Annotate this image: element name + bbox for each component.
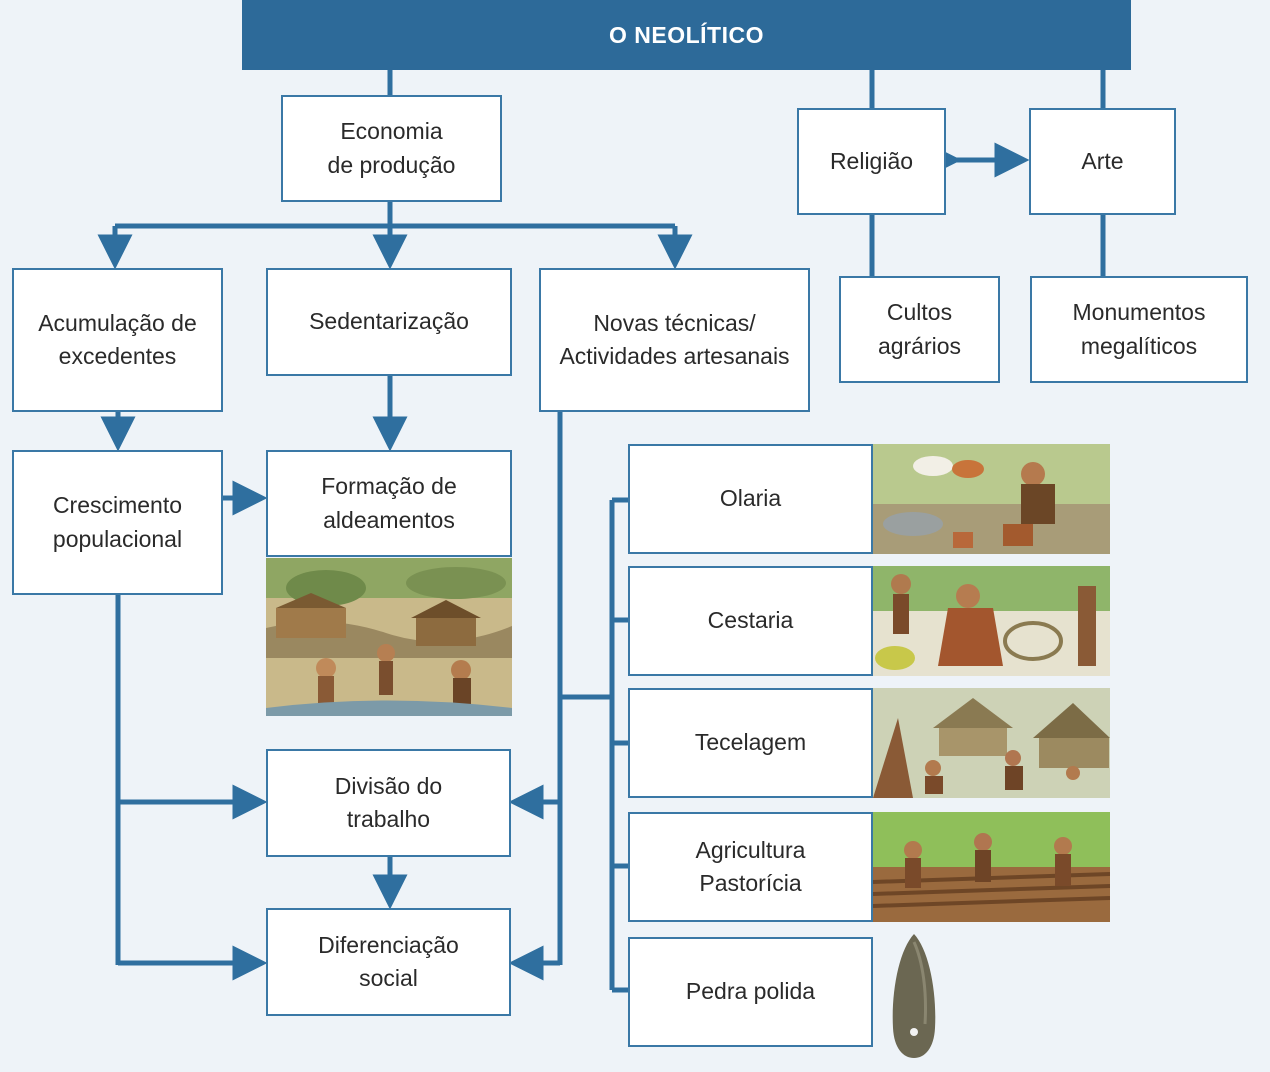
agriculture-illustration (873, 812, 1110, 922)
craft-pottery-box: Olaria (628, 444, 873, 554)
religion-box: Religião (797, 108, 946, 215)
techniques-line2: Actividades artesanais (559, 343, 790, 369)
agrarian-cults-box: Cultos agrários (839, 276, 1000, 383)
economy-title-line2: de produção (327, 151, 456, 178)
techniques-box: Novas técnicas/Actividades artesanais (539, 268, 810, 412)
techniques-line1: Novas técnicas/ (593, 309, 756, 336)
page-title: O NEOLÍTICO (242, 0, 1131, 70)
monuments-line1: Monumentos (1072, 299, 1206, 326)
craft-weaving-label: Tecelagem (694, 729, 807, 756)
economy-title-line1: Economia (340, 118, 443, 145)
social-line2: social (359, 965, 418, 991)
village-illustration (266, 558, 512, 716)
craft-polished-stone-box: Pedra polida (628, 937, 873, 1047)
polished-stone-axe-icon (885, 932, 943, 1060)
craft-pottery-label: Olaria (719, 485, 782, 512)
population-growth-box: Crescimento populacional (12, 450, 223, 595)
labor-line1: Divisão do (334, 772, 443, 799)
megalithic-monuments-box: Monumentos megalíticos (1030, 276, 1248, 383)
craft-pastoralism-label: Pastorícia (699, 870, 802, 896)
sedentarization-label: Sedentarização (309, 308, 469, 335)
labor-division-box: Divisão do trabalho (266, 749, 511, 857)
craft-basketry-box: Cestaria (628, 566, 873, 676)
social-line1: Diferenciação (318, 931, 459, 958)
craft-weaving-box: Tecelagem (628, 688, 873, 798)
villages-line1: Formação de (321, 473, 457, 500)
art-label: Arte (1081, 147, 1124, 174)
art-box: Arte (1029, 108, 1176, 215)
weaving-illustration (873, 688, 1110, 798)
monuments-line2: megalíticos (1080, 332, 1198, 359)
surplus-box: Acumulação de excedentes (12, 268, 223, 412)
surplus-line2: excedentes (58, 343, 177, 369)
basketry-illustration (873, 566, 1110, 676)
population-line1: Crescimento (52, 492, 183, 519)
religion-label: Religião (829, 147, 914, 174)
pottery-illustration (873, 444, 1110, 554)
social-differentiation-box: Diferenciação social (266, 908, 511, 1016)
craft-polished-stone-label: Pedra polida (685, 978, 816, 1005)
sedentarization-box: Sedentarização (266, 268, 512, 376)
villages-box: Formação de aldeamentos (266, 450, 512, 557)
villages-line2: aldeamentos (323, 506, 455, 533)
craft-basketry-label: Cestaria (707, 607, 794, 634)
cults-line1: Cultos (886, 299, 953, 326)
labor-line2: trabalho (346, 806, 431, 832)
surplus-line1: Acumulação de (38, 309, 197, 336)
craft-agriculture-label: Agricultura (695, 836, 806, 863)
population-line2: populacional (52, 525, 183, 552)
economy-box: Economia de produção (281, 95, 502, 202)
cults-line2: agrários (877, 332, 962, 359)
